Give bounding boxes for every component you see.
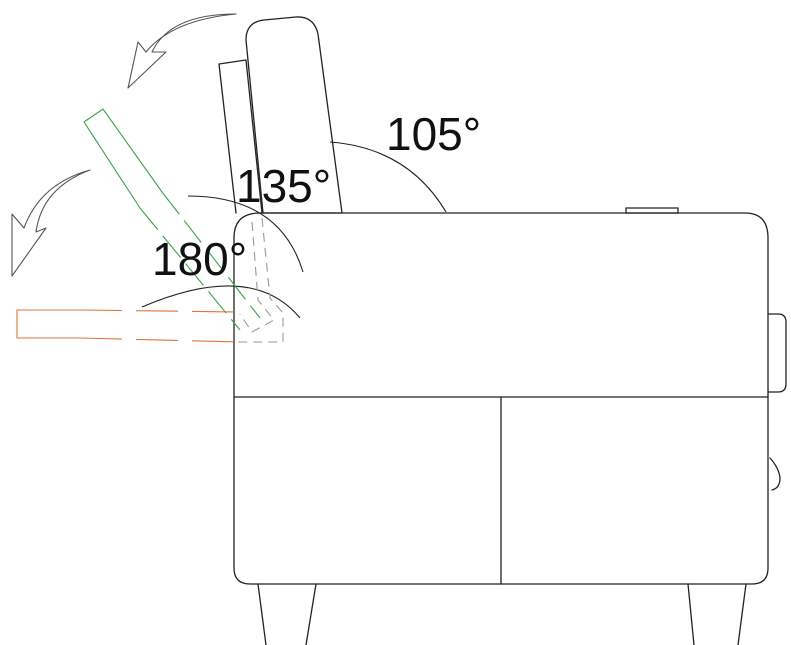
- backrest-frame: [218, 59, 263, 214]
- arc-180: [141, 285, 301, 319]
- angle-label-180: 180°: [152, 233, 247, 285]
- backrest-135-dashed: [139, 191, 261, 331]
- sofa-body: [233, 212, 769, 585]
- recline-arrow-icon: [127, 13, 237, 89]
- backrest-135-solid: [83, 108, 163, 209]
- side-lever: [769, 457, 781, 491]
- dashed-pivot-outline: [234, 217, 284, 343]
- recline-arrow-icon: [11, 169, 91, 277]
- arc-105: [329, 141, 447, 213]
- backrest-180-dashed: [79, 309, 241, 343]
- rear-leg: [257, 583, 317, 645]
- angle-label-135: 135°: [236, 160, 331, 212]
- top-button: [625, 207, 679, 214]
- side-knob: [767, 313, 787, 393]
- backrest-180-solid: [16, 309, 80, 339]
- arc-135: [187, 195, 304, 273]
- backrest-105: [245, 16, 343, 214]
- front-leg: [687, 583, 747, 645]
- angle-label-105: 105°: [386, 108, 481, 160]
- dashed-pivot-inner: [239, 221, 275, 333]
